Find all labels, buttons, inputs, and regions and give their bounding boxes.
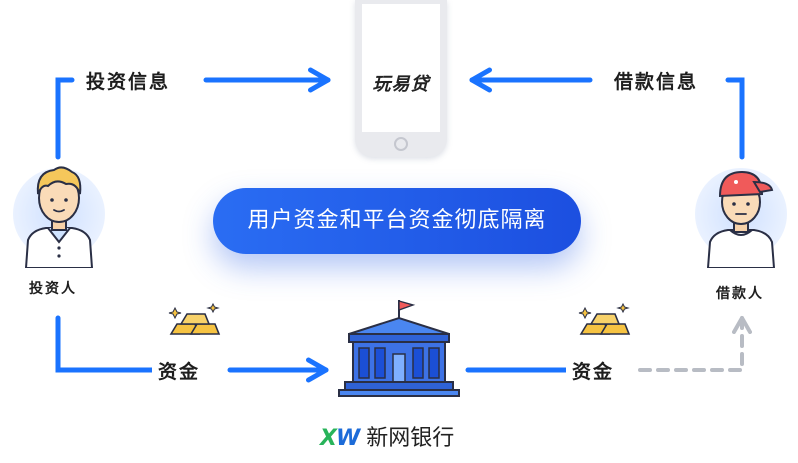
investment-info-label: 投资信息	[80, 67, 177, 94]
investor-info-line	[55, 77, 75, 160]
bank-name: XW 新网银行	[320, 420, 454, 452]
investor-avatar-icon	[24, 166, 94, 268]
funds-label-left: 资金	[152, 357, 207, 384]
borrower-avatar-icon	[706, 170, 776, 268]
borrower-info-line	[725, 77, 745, 160]
app-logo: 玩易贷	[372, 74, 430, 95]
gold-bars-icon	[168, 302, 221, 335]
bank-logo: XW	[320, 426, 360, 451]
phone-screen: 玩易贷	[362, 4, 440, 132]
isolation-banner: 用户资金和平台资金彻底隔离	[213, 188, 581, 254]
bank-building-icon	[338, 300, 460, 397]
gold-bars-icon-right	[578, 302, 631, 335]
phone-home-button	[394, 137, 408, 151]
phone-icon: 玩易贷	[355, 0, 447, 157]
investor-funds-line	[55, 315, 155, 373]
funds-label-right: 资金	[566, 357, 621, 384]
investor-label: 投资人	[29, 281, 77, 297]
borrower-label: 借款人	[716, 286, 764, 302]
borrower-funds-dashed	[638, 316, 752, 372]
bank-name-text: 新网银行	[366, 426, 455, 451]
loan-info-label: 借款信息	[608, 67, 705, 94]
